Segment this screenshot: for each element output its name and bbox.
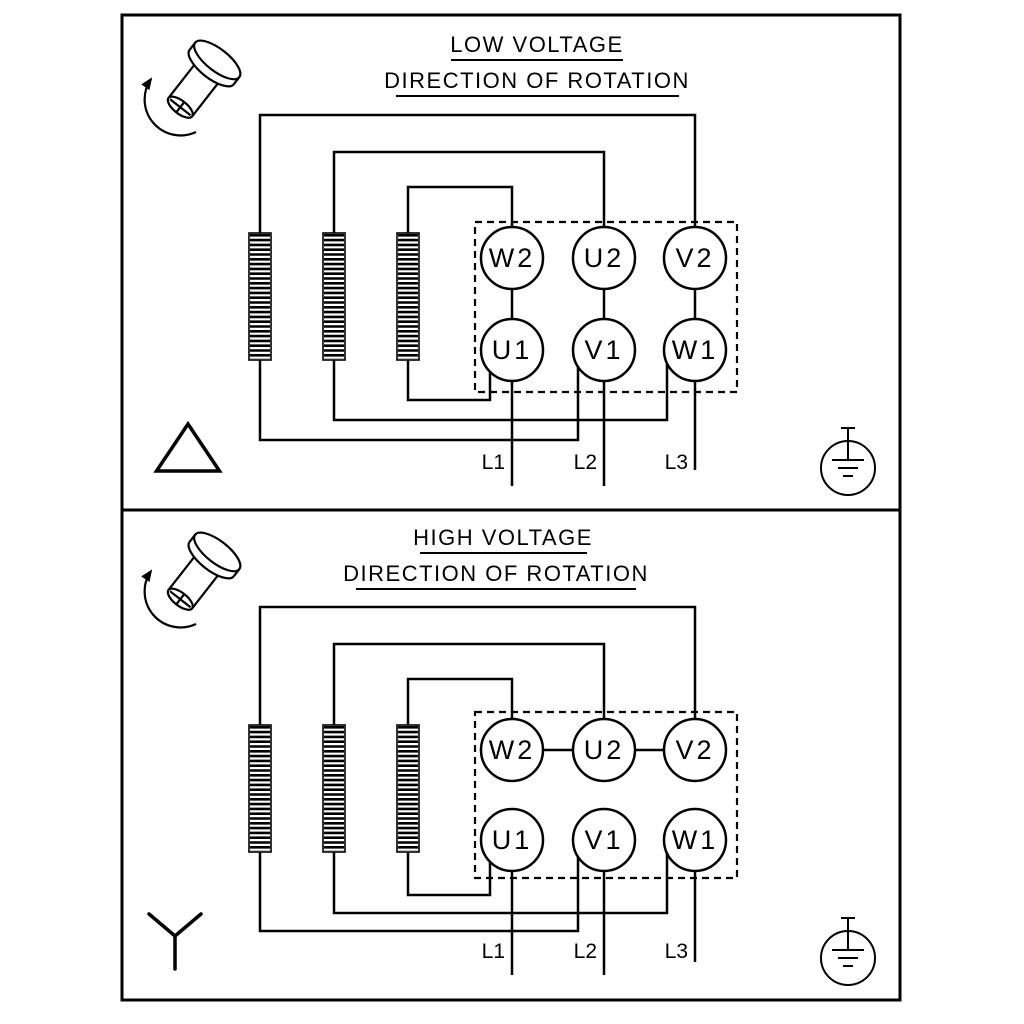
terminal-w1: W1 <box>662 807 728 873</box>
terminal-u2: U2 <box>571 717 637 783</box>
terminal-u2: U2 <box>571 225 637 291</box>
terminal-w2: W2 <box>479 717 545 783</box>
rotation-arrow <box>141 77 197 137</box>
wiring <box>258 113 697 486</box>
wire <box>258 852 580 933</box>
wire <box>406 677 514 725</box>
line-label-l1: L1 <box>482 451 505 474</box>
line-label-l2: L2 <box>574 940 597 963</box>
line-label-l3: L3 <box>665 940 688 963</box>
svg-text:V2: V2 <box>675 243 714 273</box>
svg-text:V2: V2 <box>675 735 714 765</box>
svg-text:U2: U2 <box>584 243 625 273</box>
rotation-arrow <box>141 569 197 629</box>
panel-subtitle: DIRECTION OF ROTATION <box>343 561 649 586</box>
terminals: W2 U2 V2 U1 V1 W1 <box>479 225 728 383</box>
terminal-u1: U1 <box>479 317 545 383</box>
svg-text:W1: W1 <box>672 335 719 365</box>
svg-text:V1: V1 <box>584 825 623 855</box>
terminal-v1: V1 <box>571 807 637 873</box>
rotation-direction-icon <box>141 32 248 137</box>
rotation-direction-icon <box>141 524 248 629</box>
wye-symbol-icon <box>147 912 203 971</box>
terminal-v1: V1 <box>571 317 637 383</box>
terminal-v2: V2 <box>662 717 728 783</box>
line-label-l3: L3 <box>665 451 688 474</box>
terminal-v2: V2 <box>662 225 728 291</box>
svg-text:W2: W2 <box>489 735 536 765</box>
panel-border <box>120 508 902 1002</box>
svg-text:U1: U1 <box>492 825 533 855</box>
line-label-l1: L1 <box>482 940 505 963</box>
svg-text:U1: U1 <box>492 335 533 365</box>
wiring <box>258 605 697 975</box>
svg-text:V1: V1 <box>584 335 623 365</box>
wire <box>258 605 697 725</box>
motor-windings <box>248 232 420 361</box>
wire <box>258 360 580 442</box>
wire <box>332 150 606 233</box>
wire <box>406 185 514 233</box>
ground-icon <box>820 917 876 986</box>
panel-title: LOW VOLTAGE <box>450 32 623 57</box>
panel-subtitle: DIRECTION OF ROTATION <box>384 68 690 93</box>
delta-symbol-icon <box>153 420 223 473</box>
svg-text:W1: W1 <box>672 825 719 855</box>
wire <box>332 360 669 422</box>
panel-title: HIGH VOLTAGE <box>413 525 593 550</box>
wire <box>332 852 669 915</box>
svg-text:U2: U2 <box>584 735 625 765</box>
terminal-u1: U1 <box>479 807 545 873</box>
high-voltage-panel: HIGH VOLTAGE DIRECTION OF ROTATION <box>120 508 902 1002</box>
wire <box>332 642 606 725</box>
svg-text:W2: W2 <box>489 243 536 273</box>
terminals: W2 U2 V2 U1 V1 W1 <box>479 717 728 873</box>
line-label-l2: L2 <box>574 451 597 474</box>
low-voltage-panel: LOW VOLTAGE DIRECTION OF ROTATION <box>120 13 902 512</box>
wire <box>406 852 492 897</box>
wire <box>406 360 492 402</box>
terminal-block-outline <box>473 710 739 880</box>
ground-icon <box>820 427 876 496</box>
motor-windings <box>248 724 420 853</box>
terminal-w2: W2 <box>479 225 545 291</box>
wire <box>258 113 697 233</box>
terminal-w1: W1 <box>662 317 728 383</box>
